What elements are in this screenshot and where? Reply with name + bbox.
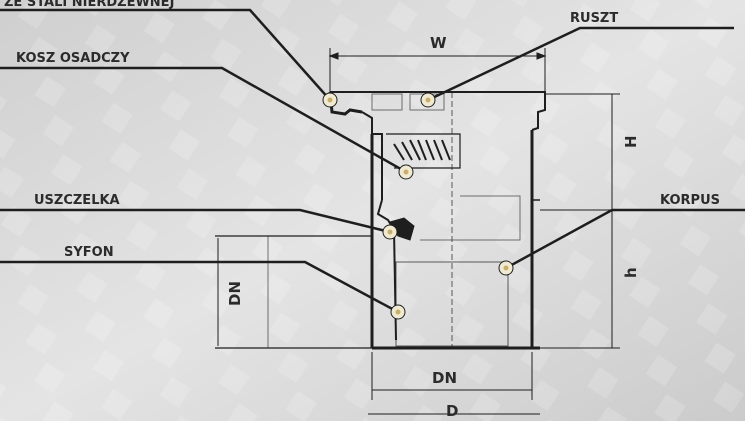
dim-diameter: D	[446, 402, 458, 420]
dim-height-upper: H	[622, 135, 640, 148]
marker-seal	[382, 224, 398, 240]
dim-dn-bottom: DN	[432, 369, 457, 387]
label-frame: ZE STALI NIERDZEWNEJ	[4, 0, 174, 10]
callout-markers	[322, 92, 514, 320]
grate-slot	[371, 93, 403, 111]
grate-outline	[330, 91, 546, 131]
marker-basket	[398, 164, 414, 180]
dim-width-top: W	[430, 34, 447, 52]
marker-frame	[322, 92, 338, 108]
drain-drawing	[215, 91, 546, 350]
dim-height-lower: h	[622, 267, 640, 278]
label-grate: RUSZT	[570, 11, 618, 26]
siphon-box	[395, 261, 509, 347]
dim-dn-side: DN	[226, 281, 244, 306]
label-basket: KOSZ OSADCZY	[16, 51, 130, 66]
leader-lines	[0, 8, 745, 314]
siphon-channel	[420, 195, 521, 241]
label-siphon: SYFON	[64, 245, 114, 260]
marker-grate	[420, 92, 436, 108]
dimension-lines	[217, 48, 620, 415]
label-seal: USZCZELKA	[34, 193, 120, 208]
label-body: KORPUS	[660, 193, 720, 208]
basket-ribs	[393, 139, 451, 161]
basket-outline	[386, 133, 461, 169]
marker-body	[498, 260, 514, 276]
marker-siphon	[390, 304, 406, 320]
inner-tube-wall	[376, 199, 397, 341]
